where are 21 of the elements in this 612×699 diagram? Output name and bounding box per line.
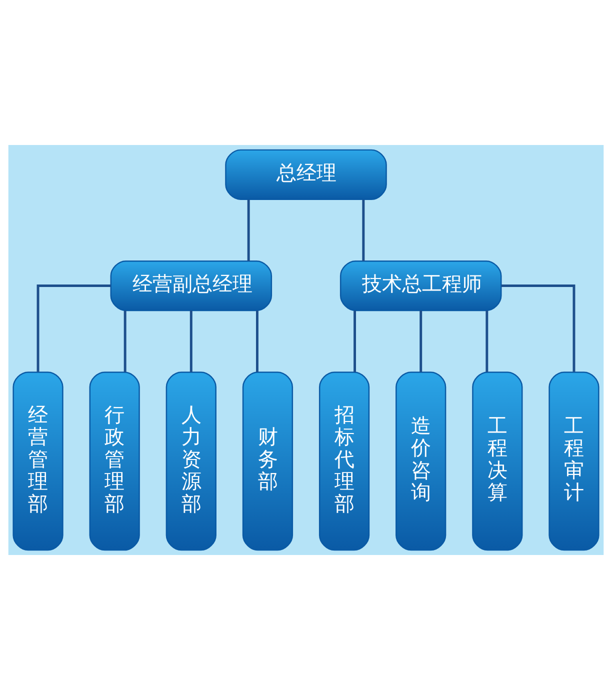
connector bbox=[486, 310, 488, 372]
connector bbox=[256, 310, 258, 372]
connector bbox=[501, 284, 576, 372]
connector bbox=[420, 310, 422, 372]
node-box: 总经理 bbox=[225, 148, 387, 200]
connector bbox=[124, 310, 126, 372]
connector bbox=[190, 310, 192, 372]
node-box: 人力资源部 bbox=[166, 371, 216, 550]
node-box: 招标代理部 bbox=[318, 371, 370, 550]
node-box: 工程审计 bbox=[548, 371, 600, 550]
connector bbox=[247, 199, 250, 261]
node-box: 造价咨询 bbox=[396, 371, 446, 550]
node-box: 经营副总经理 bbox=[110, 260, 272, 311]
node-box: 技术总工程师 bbox=[340, 260, 502, 311]
node-box: 经营管理部 bbox=[12, 371, 64, 550]
node-box: 行政管理部 bbox=[89, 371, 140, 550]
node-box: 财务部 bbox=[242, 371, 294, 550]
connector bbox=[362, 199, 365, 261]
node-box: 工程决算 bbox=[472, 371, 523, 550]
connector bbox=[36, 284, 111, 372]
connector bbox=[354, 310, 356, 372]
